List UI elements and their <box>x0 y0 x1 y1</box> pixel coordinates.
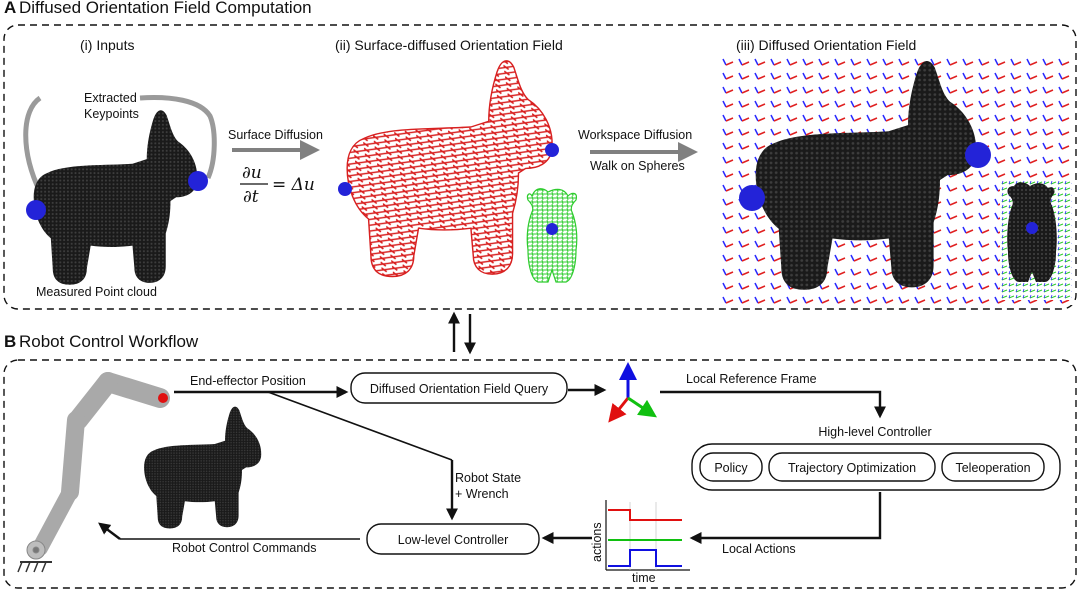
keypoint-bracket-left <box>23 95 43 194</box>
query-box-label: Diffused Orientation Field Query <box>370 382 549 396</box>
trajopt-box-label: Trajectory Optimization <box>788 461 916 475</box>
section-a-title: Diffused Orientation Field Computation <box>19 0 312 17</box>
robot-state-label-line1: Robot State <box>455 471 521 485</box>
surface-field-title: (ii) Surface-diffused Orientation Field <box>335 37 563 53</box>
keypoint-sphere-right <box>188 171 208 191</box>
inputs-title: (i) Inputs <box>80 37 134 53</box>
equation-denominator: ∂t <box>243 187 259 207</box>
keypoint-sphere-left <box>26 200 46 220</box>
ee-position-label: End-effector Position <box>190 374 306 388</box>
section-a-frame <box>3 24 1077 310</box>
keypoints-label-line2: Keypoints <box>84 107 139 121</box>
keypoint-bracket-right <box>139 95 217 180</box>
surface-diffusion-label: Surface Diffusion <box>228 128 323 142</box>
teleop-box-label: Teleoperation <box>955 461 1030 475</box>
frame-to-controller-arrow <box>660 390 886 419</box>
workflow-cow <box>144 406 262 529</box>
equation-rhs: = Δu <box>272 175 315 195</box>
diffused-keypoint-right <box>965 142 991 168</box>
plot-xlabel: time <box>632 571 656 585</box>
surface-field-red-cow <box>346 60 553 278</box>
section-a-letter: A <box>4 0 16 17</box>
local-actions-label: Local Actions <box>722 542 796 556</box>
commands-label: Robot Control Commands <box>172 541 317 555</box>
low-level-box-label: Low-level Controller <box>398 533 508 547</box>
low-level-controller-box <box>366 523 540 555</box>
input-point-cloud-cow <box>33 110 198 285</box>
section-b-frame <box>3 359 1077 589</box>
robot-arm <box>17 372 170 573</box>
robot-state-label-line2: + Wrench <box>455 487 509 501</box>
controller-to-plot-arrow <box>689 492 882 544</box>
section-b-letter: B <box>4 332 16 351</box>
policy-box <box>699 452 763 482</box>
local-frame-label: Local Reference Frame <box>686 372 817 386</box>
plot-ylabel: actions <box>590 522 604 562</box>
teleop-box <box>941 452 1045 482</box>
surface-keypoint-left <box>338 182 352 196</box>
local-reference-frame-axes <box>608 362 657 423</box>
diffused-field-small-cow <box>1007 182 1057 282</box>
high-level-label: High-level Controller <box>818 425 931 439</box>
equation-numerator: ∂u <box>242 163 262 183</box>
actions-plot: actions time <box>590 500 690 585</box>
point-cloud-label: Measured Point cloud <box>36 285 157 299</box>
diffused-field-title: (iii) Diffused Orientation Field <box>736 37 916 53</box>
walk-on-spheres-label: Walk on Spheres <box>590 159 685 173</box>
commands-arrowhead <box>98 522 121 540</box>
surface-field-green-cow <box>526 188 578 283</box>
section-b-title: Robot Control Workflow <box>19 332 199 351</box>
keypoints-label-line1: Extracted <box>84 91 137 105</box>
workspace-diffusion-label: Workspace Diffusion <box>578 128 692 142</box>
end-effector-point <box>158 393 168 403</box>
trajopt-box <box>768 452 936 482</box>
query-box <box>350 372 568 404</box>
surface-keypoint-right <box>545 143 559 157</box>
policy-box-label: Policy <box>714 461 748 475</box>
diffused-keypoint-left <box>739 185 765 211</box>
ee-diagonal-line <box>267 391 453 461</box>
